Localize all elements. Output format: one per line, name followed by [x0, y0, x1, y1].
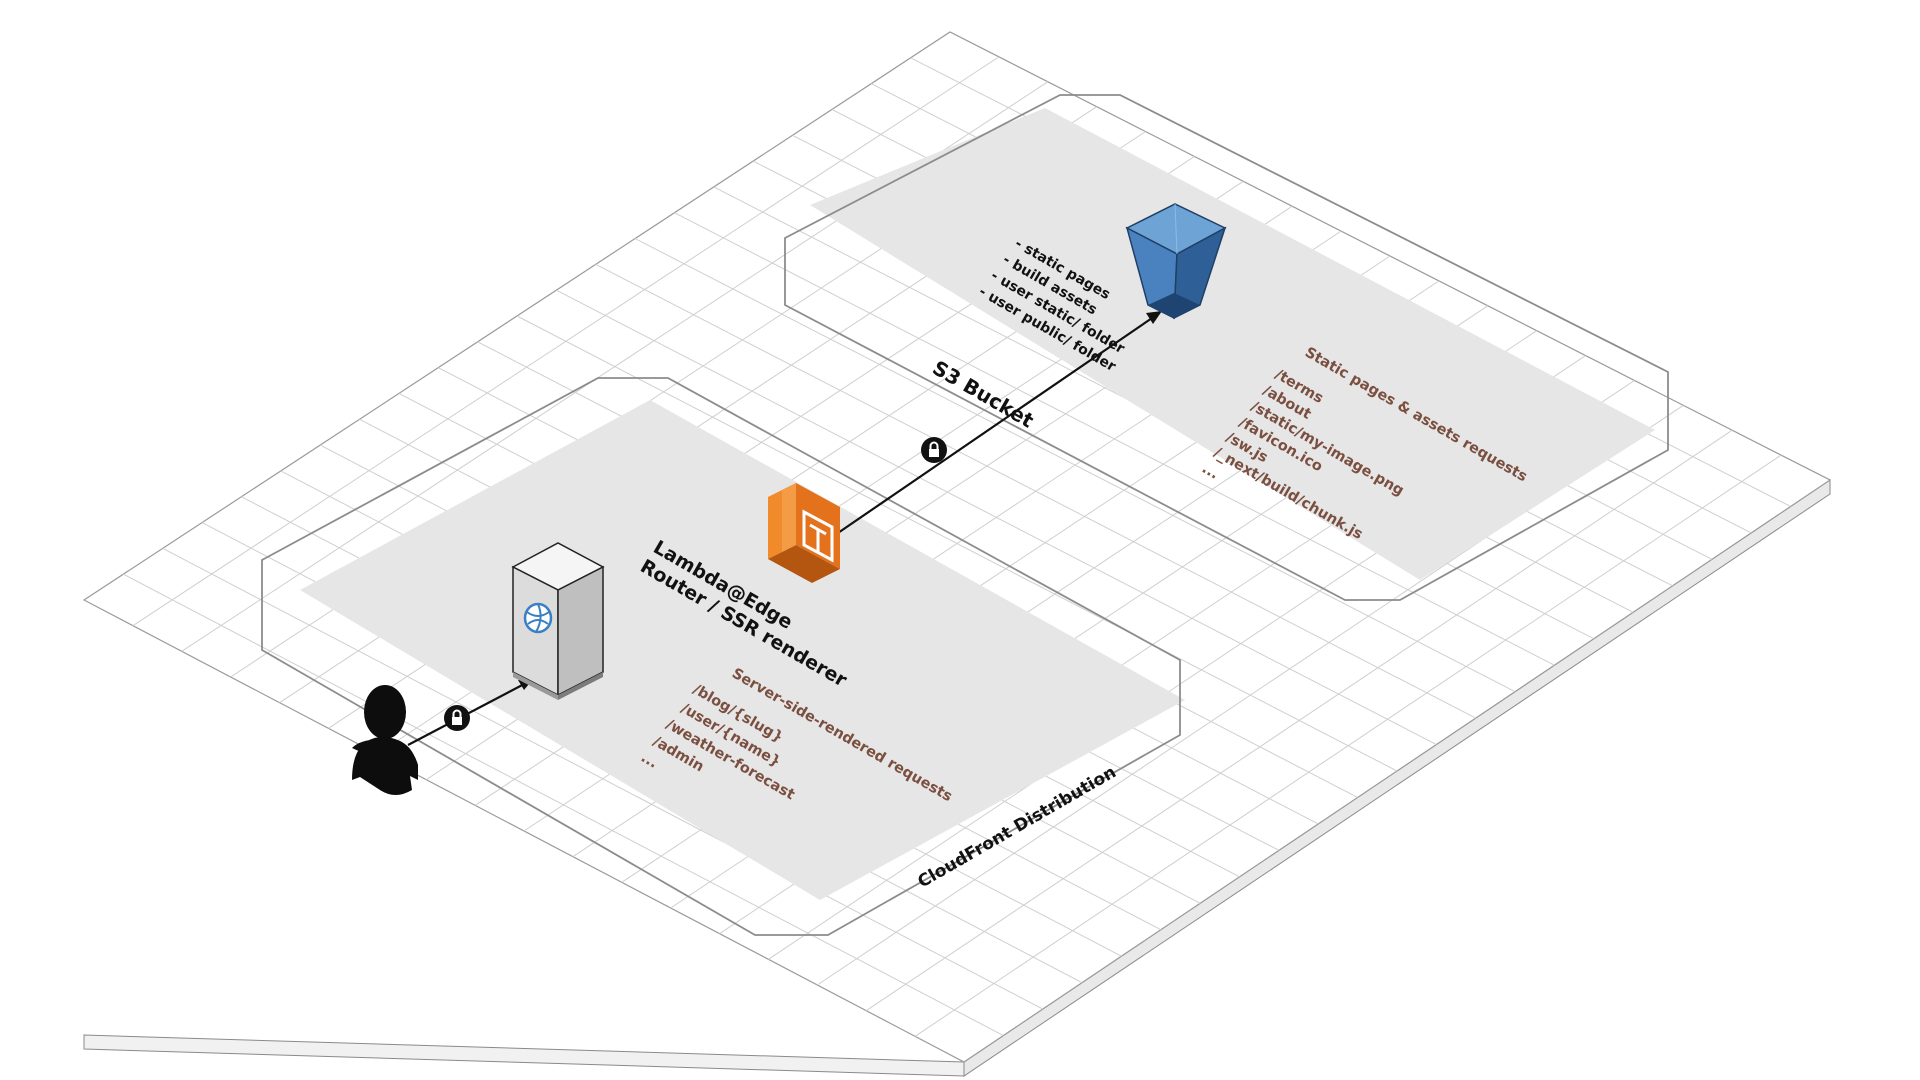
s3-route: ...	[1199, 461, 1221, 483]
lambda-route: ...	[638, 750, 660, 772]
lambda-icon	[768, 483, 840, 583]
s3-bucket-icon	[1125, 203, 1227, 320]
lambda-to-s3-connector	[834, 315, 1156, 536]
user-icon	[352, 685, 418, 795]
lock-icon	[444, 705, 470, 731]
lambda-zone	[261, 377, 1185, 936]
lock-icon	[921, 437, 947, 463]
edge-server-icon	[511, 542, 605, 700]
s3-zone	[784, 94, 1669, 601]
arrowhead-s3	[1146, 311, 1162, 324]
